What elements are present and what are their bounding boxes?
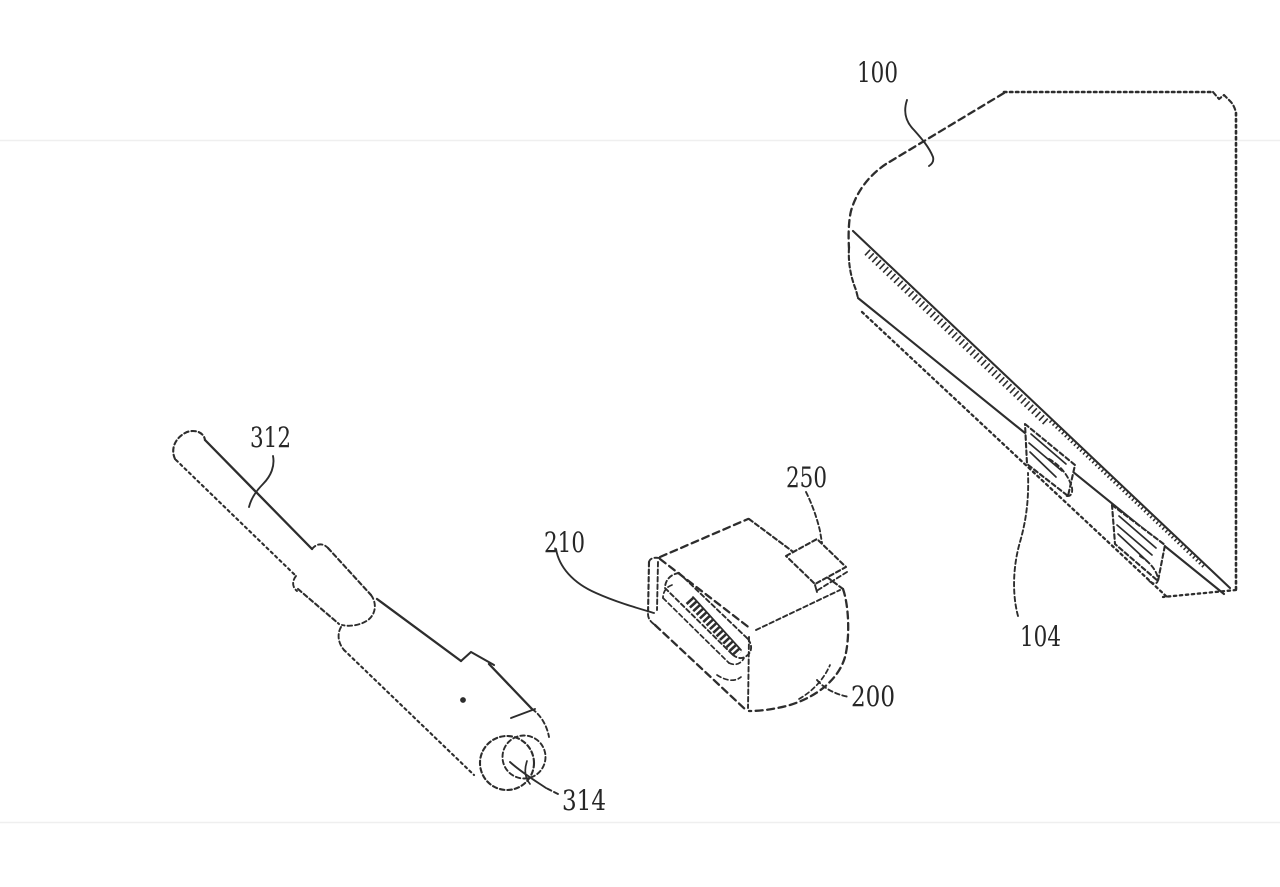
leader-line-312 [248,455,275,508]
ref-label-100: 100 [857,56,898,89]
adapter-left-outer-edge [646,560,651,616]
ref-314: 314 [509,760,606,817]
adapter-tab-thickness-corner [814,584,818,593]
leader-line-314-dashed-segment [545,787,559,795]
cable-collar-step-top [311,543,329,550]
adapter-tab-outline [784,537,848,586]
leader-line-104 [1013,472,1030,617]
ref-200: 200 [816,679,895,713]
leader-line-250 [805,491,823,544]
adapter-drawing [646,517,850,713]
adapter-top-left-edge [658,517,750,559]
barrel-top-edge-front [375,597,463,663]
port1-hatch-line [1030,433,1067,465]
device-top-right-notch [1211,90,1238,115]
adapter-left-bottom-corner [647,613,656,626]
ref-210: 210 [544,526,655,614]
adapter-slot-right-cap [732,638,753,659]
ref-100: 100 [857,56,935,167]
connector-tip-inner-ring [501,734,547,780]
cable-bottom-edge [174,458,298,578]
leader-line-314-cross-tick [524,760,531,785]
barrel-end-separator [510,708,536,719]
device-edge-hatching [864,249,1051,427]
connector-tip-outer-ring [478,734,536,792]
collar-end-cap [341,594,376,627]
leader-line-200 [816,679,850,698]
ref-label-200: 200 [851,680,895,713]
barrel-latch-notch [459,650,496,667]
adapter-slot-left-cap [664,572,680,589]
adapter-right-face-outline [747,587,850,713]
cable-tip-cap [172,429,207,461]
scan-artifacts [0,139,1280,824]
adapter-slot-outer-bottom [664,587,734,656]
ref-label-314: 314 [562,784,606,817]
port1-inner-tongue [1048,458,1074,497]
device-top-slant-edge [884,91,1006,166]
adapter-left-inner-edge [656,561,659,611]
collar-bottom-edge [296,587,341,626]
barrel-step-arc [337,626,345,651]
device-edge-ridge-upper [851,229,1232,590]
port1-hatch-line [1028,442,1063,472]
barrel-top-edge-rear [487,662,534,711]
adapter-front-right-edge [747,636,750,709]
reference-labels: 100 104 200 210 250 312 [248,56,1061,817]
device-bottom-edge [1161,588,1238,599]
adapter-bottom-edge [653,623,749,713]
leader-line-314 [509,761,547,789]
device-ports [1023,422,1167,585]
adapter-slot-inner-left-arc [662,584,673,599]
adapter-front-top-edge [658,557,753,631]
adapter-top-fold-edge [755,589,841,631]
ref-104: 104 [1013,472,1061,653]
adapter-tab-thickness-edge [817,571,848,591]
barrel-surface-dot [460,697,466,703]
adapter-slot-bottom-arc [716,674,742,681]
device-rounded-corner [847,162,888,250]
ref-label-210: 210 [544,526,585,559]
adapter-pin-array [685,596,743,658]
ref-label-312: 312 [250,421,291,454]
adapter-bottom-right-inner-arc [798,664,831,700]
collar-top-edge [326,546,373,597]
barrel-bottom-edge [342,648,476,777]
cable-collar-step-bottom [292,575,298,592]
port1-hatch-line [1029,451,1057,478]
device-outer-silhouette [860,310,1169,599]
barrel-end-outer-edge [531,708,550,738]
adapter-pin-array-top-line [692,596,742,651]
adapter-slot-inner-end-arc [728,657,745,666]
device-corner-tail [847,246,860,300]
adapter-slot-outer-top [678,572,749,640]
leader-line-100 [904,99,935,167]
port2-hatch-line [1118,515,1157,549]
adapter-slot-inner-wall [662,597,730,664]
ref-250: 250 [786,461,827,544]
cable-top-edge [203,438,314,551]
device-corner-drawing [847,90,1238,599]
ref-312: 312 [248,421,291,508]
ref-label-250: 250 [786,461,827,494]
port2-inner-tongue [1139,555,1159,585]
adapter-left-top-corner [648,556,660,564]
port2-hatch-line [1116,524,1153,556]
leader-line-210 [555,548,655,614]
ref-label-104: 104 [1020,620,1061,653]
cable-connector-drawing [172,429,550,792]
